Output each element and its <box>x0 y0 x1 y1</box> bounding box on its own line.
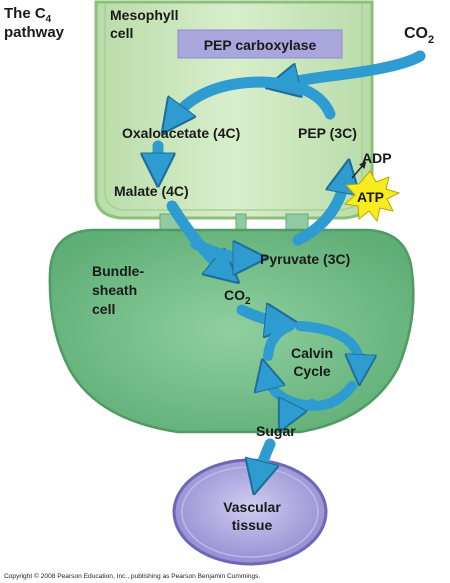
pep-to-oxaloacetate-arrow <box>172 76 336 120</box>
sugar-to-vascular-arrow <box>258 438 270 478</box>
copyright-notice: Copyright © 2008 Pearson Education, Inc.… <box>4 572 260 580</box>
bundle-sheath-label-line2: sheath <box>92 282 137 298</box>
pyruvate-to-pep-arrow <box>292 176 346 246</box>
calvin-cycle-label-line2: Cycle <box>293 363 331 379</box>
calvin-cycle-loop-left <box>263 321 295 361</box>
sugar-label: Sugar <box>256 423 296 439</box>
calvin-to-sugar-arrow <box>286 404 317 418</box>
bundle-sheath-label-line3: cell <box>92 301 115 317</box>
bundle-sheath-label-line1: Bundle- <box>92 263 144 279</box>
svg-text:pathway: pathway <box>4 24 65 41</box>
adp-label: ADP <box>362 150 392 166</box>
title: The C4 pathway <box>4 5 65 41</box>
atp-burst <box>343 170 401 223</box>
co2-bundle-label: CO2 <box>224 287 251 307</box>
mesophyll-label-line2: cell <box>110 25 133 41</box>
malate-label: Malate (4C) <box>114 183 189 199</box>
atp-label: ATP <box>357 189 384 205</box>
pyruvate-label: Pyruvate (3C) <box>260 251 350 267</box>
vascular-label-line2: tissue <box>232 517 273 533</box>
mesophyll-label-line1: Mesophyll <box>110 7 178 23</box>
pep-carboxylase-box <box>177 29 343 59</box>
pep-carboxylase-label: PEP carboxylase <box>204 37 317 53</box>
calvin-cycle-loop-right <box>295 321 360 370</box>
co2-input-label: CO2 <box>404 25 434 46</box>
pathway-arrows <box>158 50 426 478</box>
svg-text:The C4: The C4 <box>4 5 52 25</box>
vascular-label-line1: Vascular <box>223 499 281 515</box>
atp-to-adp-arrow <box>351 161 367 179</box>
malate-to-pyruvate-arrow <box>190 238 250 258</box>
pep-label: PEP (3C) <box>298 125 357 141</box>
calvin-cycle-label-line1: Calvin <box>291 345 333 361</box>
oxaloacetate-label: Oxaloacetate (4C) <box>122 125 240 141</box>
co2-to-calvin-arrow <box>236 310 282 322</box>
bundle-sheath-cell <box>48 228 415 434</box>
